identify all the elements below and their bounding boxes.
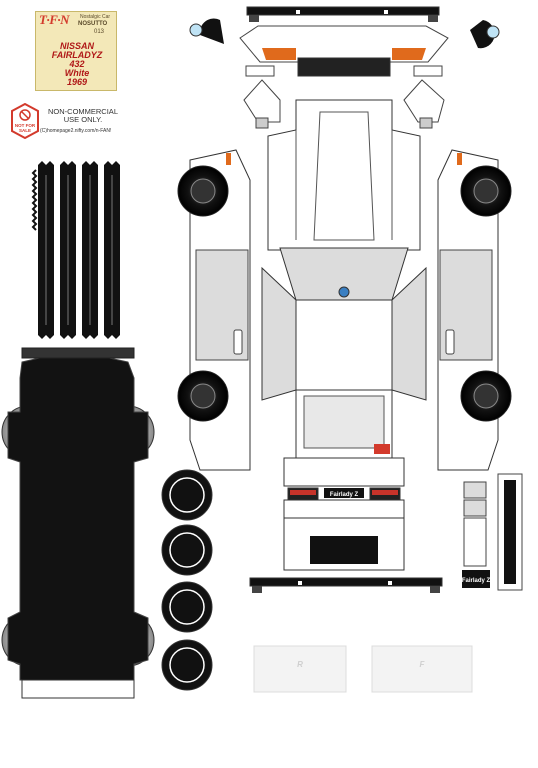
brand-name: NOSUTTO — [78, 21, 108, 27]
right-side-panel — [437, 149, 512, 471]
car-variant: 432 — [69, 59, 85, 69]
brand-logo: T·F·N — [39, 12, 70, 27]
series-label: Nostalgic Car — [80, 14, 111, 20]
wheel-tab-r-label: R — [297, 660, 303, 669]
car-make: NISSAN — [59, 41, 94, 51]
car-info: NISSAN FAIRLADYZ 432 White 1969 — [36, 42, 118, 87]
loose-tires — [161, 469, 213, 691]
front-nose-part — [239, 25, 449, 77]
wheel-tab-f-label: F — [420, 660, 426, 669]
fender-mount-tabs — [243, 79, 445, 129]
car-body-net: Fairlady Z — [261, 99, 427, 571]
tire-tread-strips — [31, 161, 120, 339]
model-number: 013 — [94, 29, 105, 35]
side-plate-text: Fairlady Z — [462, 578, 491, 584]
noncommercial-notice: NOT FOR SALE NON-COMMERCIAL USE ONLY. (C… — [10, 103, 122, 141]
side-bumper-parts: Fairlady Z — [462, 473, 523, 591]
wheel-tab-parts: R F — [253, 645, 473, 693]
car-model: FAIRLADYZ — [51, 50, 103, 60]
tread-strip — [31, 161, 54, 339]
left-side-panel — [177, 149, 251, 471]
rear-plate-text: Fairlady Z — [330, 492, 359, 498]
underbody-chassis — [1, 347, 155, 699]
car-year: 1969 — [66, 77, 88, 87]
car-color: White — [64, 68, 90, 78]
product-label-card: T·F·N Nostalgic Car NOSUTTO 013 NISSAN F… — [35, 11, 117, 91]
svg-text:SALE: SALE — [19, 128, 31, 133]
not-for-sale-badge-icon: NOT FOR SALE — [11, 103, 39, 139]
front-bumper-part — [246, 6, 440, 22]
notice-text: NON-COMMERCIAL USE ONLY. — [47, 107, 118, 124]
copyright-credit: (C)homepage2.nifty.com/n-FAN! — [40, 128, 112, 134]
headlight-parts — [189, 18, 500, 49]
rear-bumper-part — [249, 577, 443, 593]
svg-text:NOT FOR: NOT FOR — [15, 123, 36, 128]
